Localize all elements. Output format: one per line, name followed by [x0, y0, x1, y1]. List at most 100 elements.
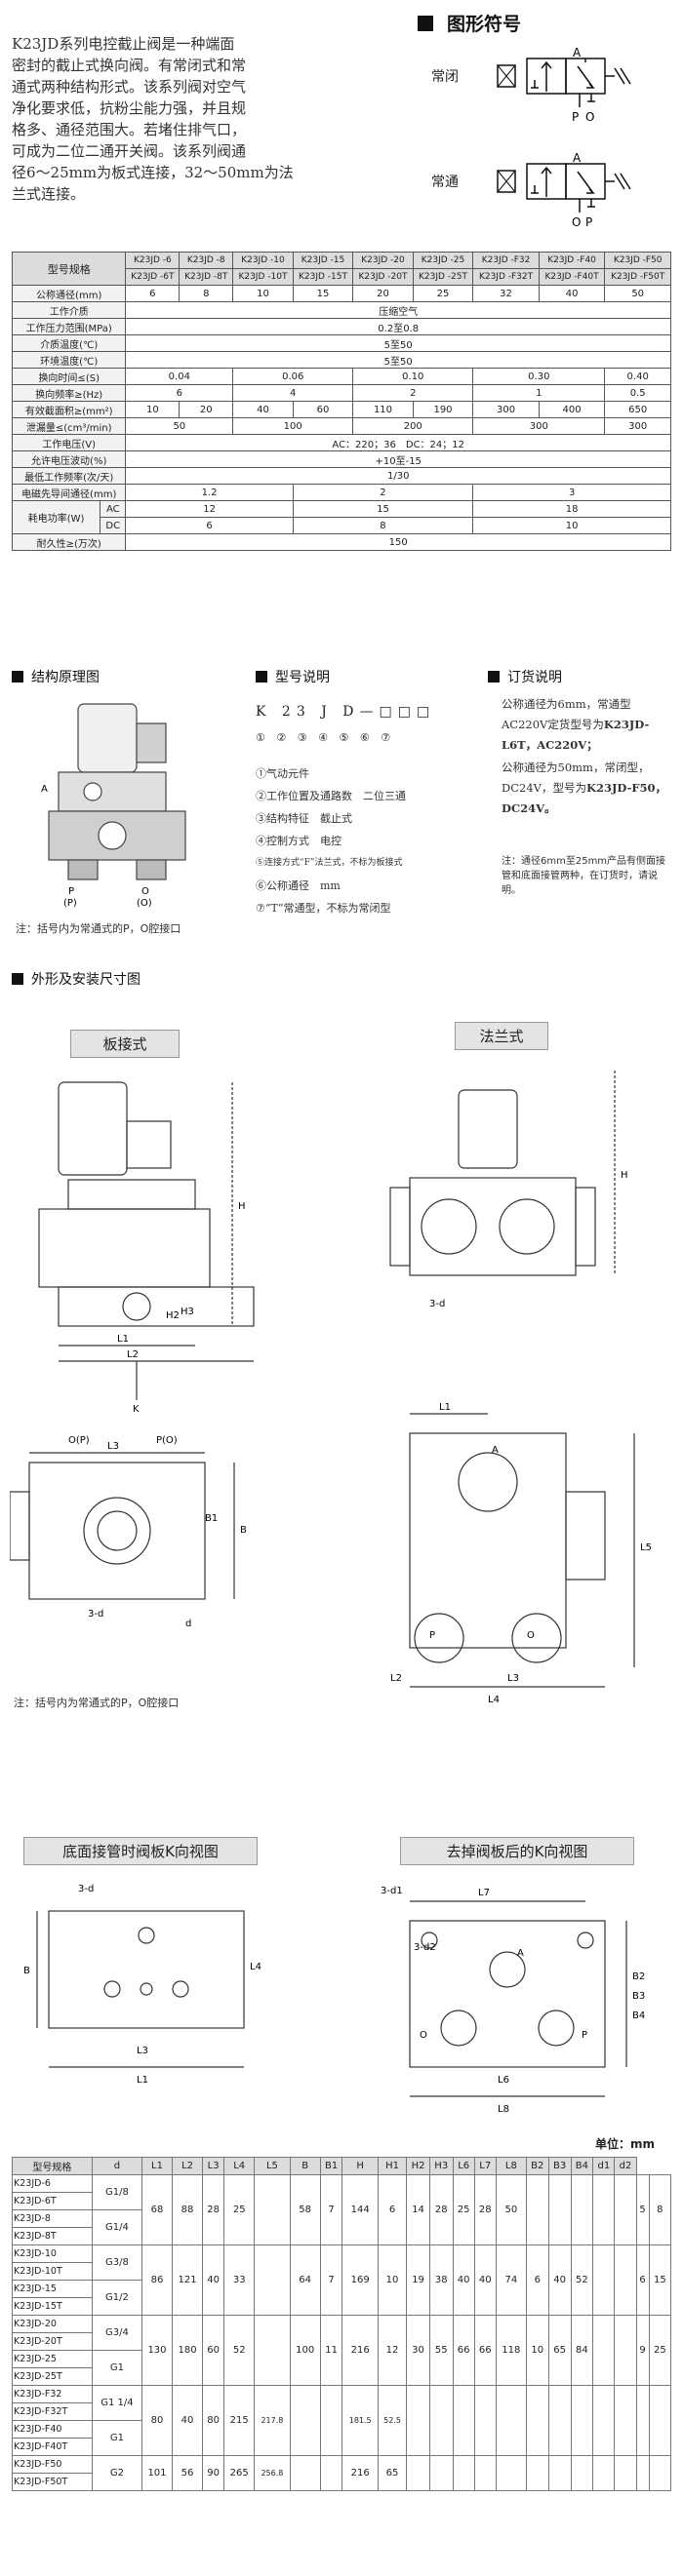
dims-cell	[289, 2455, 321, 2491]
dim-d1: 3-d1	[381, 1886, 403, 1896]
spec-cell: 1	[472, 384, 606, 402]
symbols-title: 图形符号	[447, 14, 522, 35]
marker: ⑥	[359, 731, 374, 744]
dim-l2: L2	[390, 1673, 402, 1684]
spec-row-label: 最低工作频率(次/天)	[11, 467, 127, 485]
dims-cell	[254, 2315, 291, 2386]
dims-model: K23JD-F40T	[12, 2438, 93, 2456]
dims-cell	[525, 2455, 549, 2491]
spec-cell: 2	[352, 384, 474, 402]
dims-cell: 121	[172, 2244, 204, 2316]
dim-h: H	[621, 1170, 628, 1181]
port-o-label: O	[420, 2030, 427, 2041]
spec-cell: 12	[125, 500, 294, 518]
spec-row: 允许电压波动(%)+10至-15	[11, 450, 671, 468]
dims-model: K23JD-8T	[12, 2227, 93, 2245]
dims-cell	[592, 2385, 616, 2456]
marker: ⑤	[339, 731, 353, 744]
dims-header-cell: d2	[614, 2157, 637, 2175]
spec-model-top: K23JD -10	[232, 252, 294, 269]
dim-l3: L3	[107, 1441, 119, 1452]
dims-cell	[547, 2455, 572, 2491]
spec-cell: 10	[472, 517, 671, 534]
dims-cell: 28	[202, 2174, 225, 2245]
dim-l3: L3	[137, 2046, 148, 2056]
dims-cell: 60	[202, 2315, 225, 2386]
spec-corner: 型号规格	[11, 252, 127, 286]
spec-cell: 4	[232, 384, 354, 402]
spec-cell: 5至50	[125, 351, 671, 369]
dim-l8: L8	[498, 2104, 509, 2115]
marker: ②	[276, 731, 291, 744]
dims-cell	[452, 2385, 475, 2456]
spec-cell: 5至50	[125, 334, 671, 352]
dim-b4: B4	[632, 2010, 645, 2021]
dims-cell: 66	[473, 2315, 497, 2386]
spec-cell: 8	[292, 517, 474, 534]
spec-cell: 8	[179, 285, 234, 302]
model-desc-item: ④控制方式 电控	[256, 835, 342, 847]
dims-cell	[570, 2174, 594, 2245]
dims-cell	[614, 2455, 637, 2491]
port-p-o-label: P(O)	[156, 1435, 178, 1446]
order-title: 订货说明	[507, 670, 562, 685]
code-part: —	[359, 704, 380, 720]
dims-cell: 65	[377, 2455, 408, 2491]
spec-cell: 40	[538, 285, 606, 302]
dims-cell: 5	[635, 2174, 650, 2245]
spec-cell: 15	[292, 500, 474, 518]
dim-l5: L5	[640, 1542, 652, 1553]
dim-b3: B3	[632, 1991, 645, 2002]
order-heading: 订货说明	[488, 667, 562, 686]
spec-cell: 200	[352, 417, 474, 435]
dims-cell: 144	[342, 2174, 379, 2245]
spec-cell: 100	[232, 417, 354, 435]
dims-cell	[614, 2315, 637, 2386]
intro-line: 兰式连接。	[12, 185, 86, 203]
spec-cell: 40	[232, 401, 294, 418]
dims-cell	[452, 2455, 475, 2491]
model-desc-item: ③结构特征 截止式	[256, 812, 352, 825]
dim-b: B	[23, 1966, 30, 1976]
spec-cell: 15	[292, 285, 354, 302]
spec-cell: 60	[292, 401, 354, 418]
port-a-label: A	[517, 1948, 524, 1959]
dims-d: G1	[91, 2350, 142, 2386]
intro-line: 可成为二位二通开关阀。该系列阀通	[12, 142, 247, 160]
spec-model-top: K23JD -F50	[604, 252, 671, 269]
dims-cell: 50	[495, 2174, 527, 2245]
dims-header-cell: B1	[319, 2157, 343, 2175]
dims-model: K23JD-15	[12, 2280, 93, 2298]
dims-cell: 58	[289, 2174, 321, 2245]
spec-row-label: 公称通径(mm)	[11, 285, 127, 302]
port-a-label: A	[573, 46, 582, 59]
spec-model-bottom: K23JD -6T	[125, 268, 181, 286]
spec-cell: 50	[125, 417, 234, 435]
dims-cell: 30	[406, 2315, 430, 2386]
dims-cell: 86	[141, 2244, 174, 2316]
dims-cell: 215	[223, 2385, 256, 2456]
dims-cell	[473, 2385, 497, 2456]
dims-model: K23JD-F32	[12, 2385, 93, 2403]
dims-cell	[406, 2455, 430, 2491]
model-desc-title: 型号说明	[275, 670, 330, 685]
dims-cell: 216	[342, 2455, 379, 2491]
intro-line: 径6～25mm为板式连接，32～50mm为法	[12, 164, 294, 181]
dims-cell	[614, 2174, 637, 2245]
dim-d-small: d	[185, 1619, 191, 1629]
dims-cell: 217.8	[254, 2385, 291, 2456]
dims-header-cell: H2	[406, 2157, 430, 2175]
dims-cell	[495, 2455, 527, 2491]
square-bullet-icon	[488, 671, 500, 683]
spec-cell: +10至-15	[125, 450, 671, 468]
dims-cell	[635, 2385, 650, 2456]
square-bullet-icon	[256, 671, 267, 683]
removed-view-drawing: 3-d1 L7 3-d2 A O P L6 L8 B2 B3 B4	[381, 1886, 645, 2115]
dims-cell: 52	[570, 2244, 594, 2316]
